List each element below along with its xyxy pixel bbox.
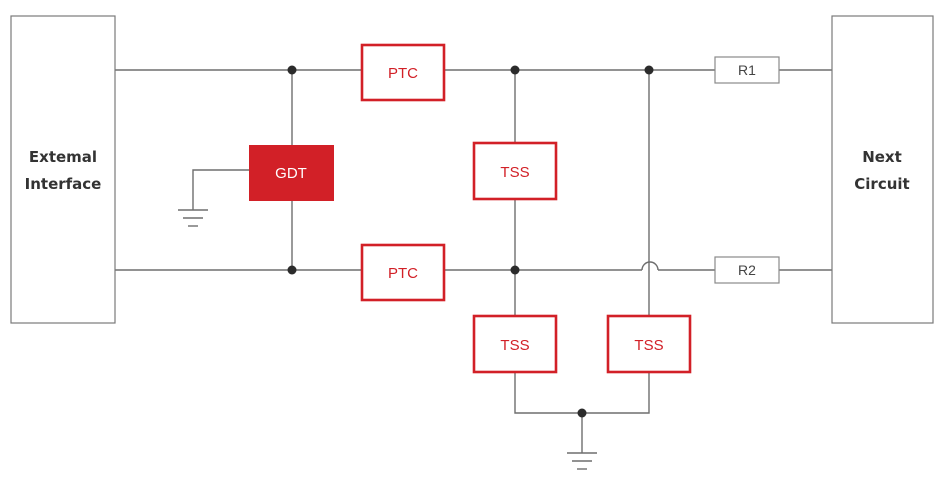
gdt-label: GDT [275, 165, 307, 182]
ptc-bottom: PTC [360, 243, 446, 302]
next-circuit-block: Next Circuit [831, 15, 934, 324]
gdt: GDT [249, 145, 334, 201]
junction-node [510, 265, 520, 275]
wires [115, 69, 832, 453]
external-interface-label-line2: Interface [25, 175, 102, 193]
junction-node [510, 65, 520, 75]
junction-node [577, 408, 587, 418]
tss-bottom-left-label: TSS [500, 337, 529, 354]
ptc-bottom-label: PTC [388, 265, 418, 282]
next-circuit-label-line2: Circuit [854, 175, 909, 193]
junction-node [287, 265, 297, 275]
resistor-r1: R1 [714, 56, 780, 84]
ptc-top-label: PTC [388, 65, 418, 82]
ground-icon [178, 209, 208, 227]
resistor-r2-label: R2 [738, 262, 756, 278]
junction-node [644, 65, 654, 75]
tss-bottom-right-label: TSS [634, 337, 663, 354]
junction-node [287, 65, 297, 75]
resistor-r1-label: R1 [738, 62, 756, 78]
junction-nodes [287, 65, 654, 418]
external-interface-block: Extemal Interface [10, 15, 116, 324]
next-circuit-label-line1: Next [862, 148, 902, 166]
tss-bottom-right: TSS [606, 314, 692, 374]
tss-middle: TSS [472, 141, 558, 201]
external-interface-label-line1: Extemal [29, 148, 97, 166]
tss-bottom-left: TSS [472, 314, 558, 374]
ground-icon [567, 452, 597, 470]
ptc-top: PTC [360, 43, 446, 102]
tss-middle-label: TSS [500, 164, 529, 181]
resistor-r2: R2 [714, 256, 780, 284]
